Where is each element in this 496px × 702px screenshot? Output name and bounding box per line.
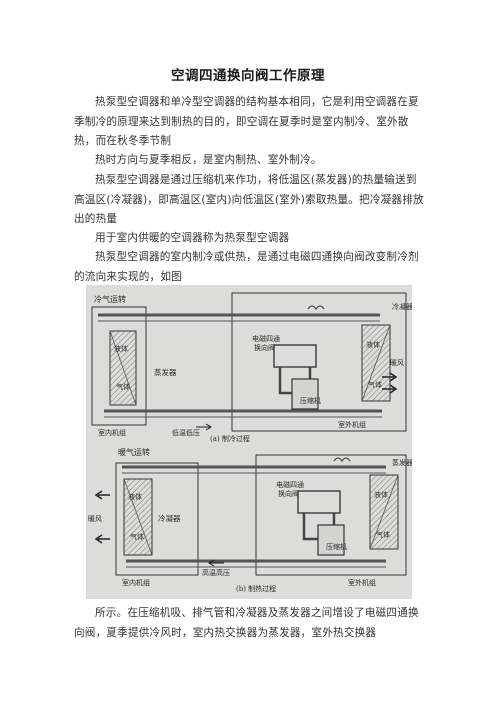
warm-air-arrow — [382, 372, 398, 382]
outdoor-liquid-label: 液体 — [366, 340, 380, 349]
figure-svg: 冷气运转 液体 气体 蒸发器 电磁四通 换向阀 液体 气体 冷凝器 暖风 压缩机… — [88, 292, 412, 593]
outdoor-unit-box — [255, 454, 407, 576]
outdoor-liquid-label: 液体 — [374, 490, 388, 499]
indoor-hx-role: 冷凝器 — [158, 513, 181, 523]
outdoor-unit-label: 室外机组 — [338, 420, 366, 429]
outdoor-unit-label: 室外机组 — [348, 578, 376, 587]
outdoor-gas-label: 气体 — [376, 530, 390, 539]
outdoor-hx-role: 蒸发器 — [392, 458, 412, 467]
indoor-unit-box — [115, 462, 199, 576]
compressor-label: 压缩机 — [300, 396, 321, 405]
mode-label: 暖气运转 — [118, 447, 150, 457]
flow-arrow — [196, 423, 212, 431]
capillary-coil — [333, 457, 351, 463]
paragraph-3: 热泵型空调器是通过压缩机来作功，将低温区(蒸发器)的热量输送到高温区(冷凝器)，… — [74, 174, 424, 225]
indoor-unit-box — [91, 306, 147, 426]
indoor-unit-label: 室内机组 — [122, 578, 150, 587]
compressor — [317, 524, 345, 556]
outdoor-gas-label: 气体 — [368, 380, 382, 389]
indoor-hx-role: 蒸发器 — [154, 367, 177, 377]
mode-label: 冷气运转 — [94, 294, 126, 304]
pipe-label: 低温低压 — [172, 428, 200, 437]
valve-label-2: 换向阀 — [254, 343, 275, 352]
compressor — [291, 378, 319, 410]
pipe-label: 高温高压 — [202, 568, 230, 577]
flow-arrow — [208, 559, 224, 567]
refrigeration-cycle-figure: 冷气运转 液体 气体 蒸发器 电磁四通 换向阀 液体 气体 冷凝器 暖风 压缩机… — [86, 285, 412, 599]
four-way-valve — [273, 344, 317, 368]
warm-air-arrow — [94, 490, 110, 500]
indoor-liquid-label: 液体 — [128, 492, 142, 501]
compressor-label: 压缩机 — [326, 542, 347, 551]
indoor-unit-label: 室内机组 — [98, 428, 126, 437]
valve-label-2: 换向阀 — [278, 489, 299, 498]
caption: (b) 制热过程 — [236, 584, 276, 593]
paragraph-6: 所示。在压缩机吸、排气管和冷凝器及蒸发器之间增设了电磁四通换向阀，夏季提供冷风时… — [74, 607, 419, 639]
paragraph-5: 热泵型空调器的室内制冷或供热，是通过电磁四通换向阀改变制冷剂的流向来实现的，如图 — [74, 251, 419, 283]
valve-label-1: 电磁四通 — [252, 334, 280, 343]
outdoor-unit-box — [231, 292, 407, 432]
indoor-gas-label: 气体 — [130, 532, 144, 541]
capillary-coil — [307, 305, 325, 311]
air-label: 暖风 — [390, 359, 404, 367]
cooling-diagram: 冷气运转 液体 气体 蒸发器 电磁四通 换向阀 液体 气体 冷凝器 暖风 压缩机… — [91, 292, 412, 443]
indoor-liquid-label: 液体 — [114, 344, 128, 353]
valve-label-1: 电磁四通 — [276, 480, 304, 489]
indoor-gas-label: 气体 — [116, 382, 130, 391]
four-way-valve — [297, 490, 341, 514]
air-label: 暖风 — [88, 515, 102, 523]
outdoor-hx-role: 冷凝器 — [392, 302, 412, 311]
heating-diagram: 暖气运转 液体 气体 冷凝器 电磁四通 换向阀 液体 气体 蒸发器 暖风 压缩机… — [88, 447, 412, 593]
page-title: 空调四通换向阀工作原理 — [171, 68, 325, 84]
caption: (a) 制冷过程 — [210, 434, 250, 443]
paragraph-2: 热时方向与夏季相反，是室内制热、室外制冷。 — [95, 154, 322, 166]
paragraph-1: 热泵型空调器和单冷型空调器的结构基本相同，它是利用空调器在夏季制冷的原理来达到制… — [74, 96, 419, 147]
paragraph-4: 用于室内供暖的空调器称为热泵型空调器 — [95, 232, 290, 244]
